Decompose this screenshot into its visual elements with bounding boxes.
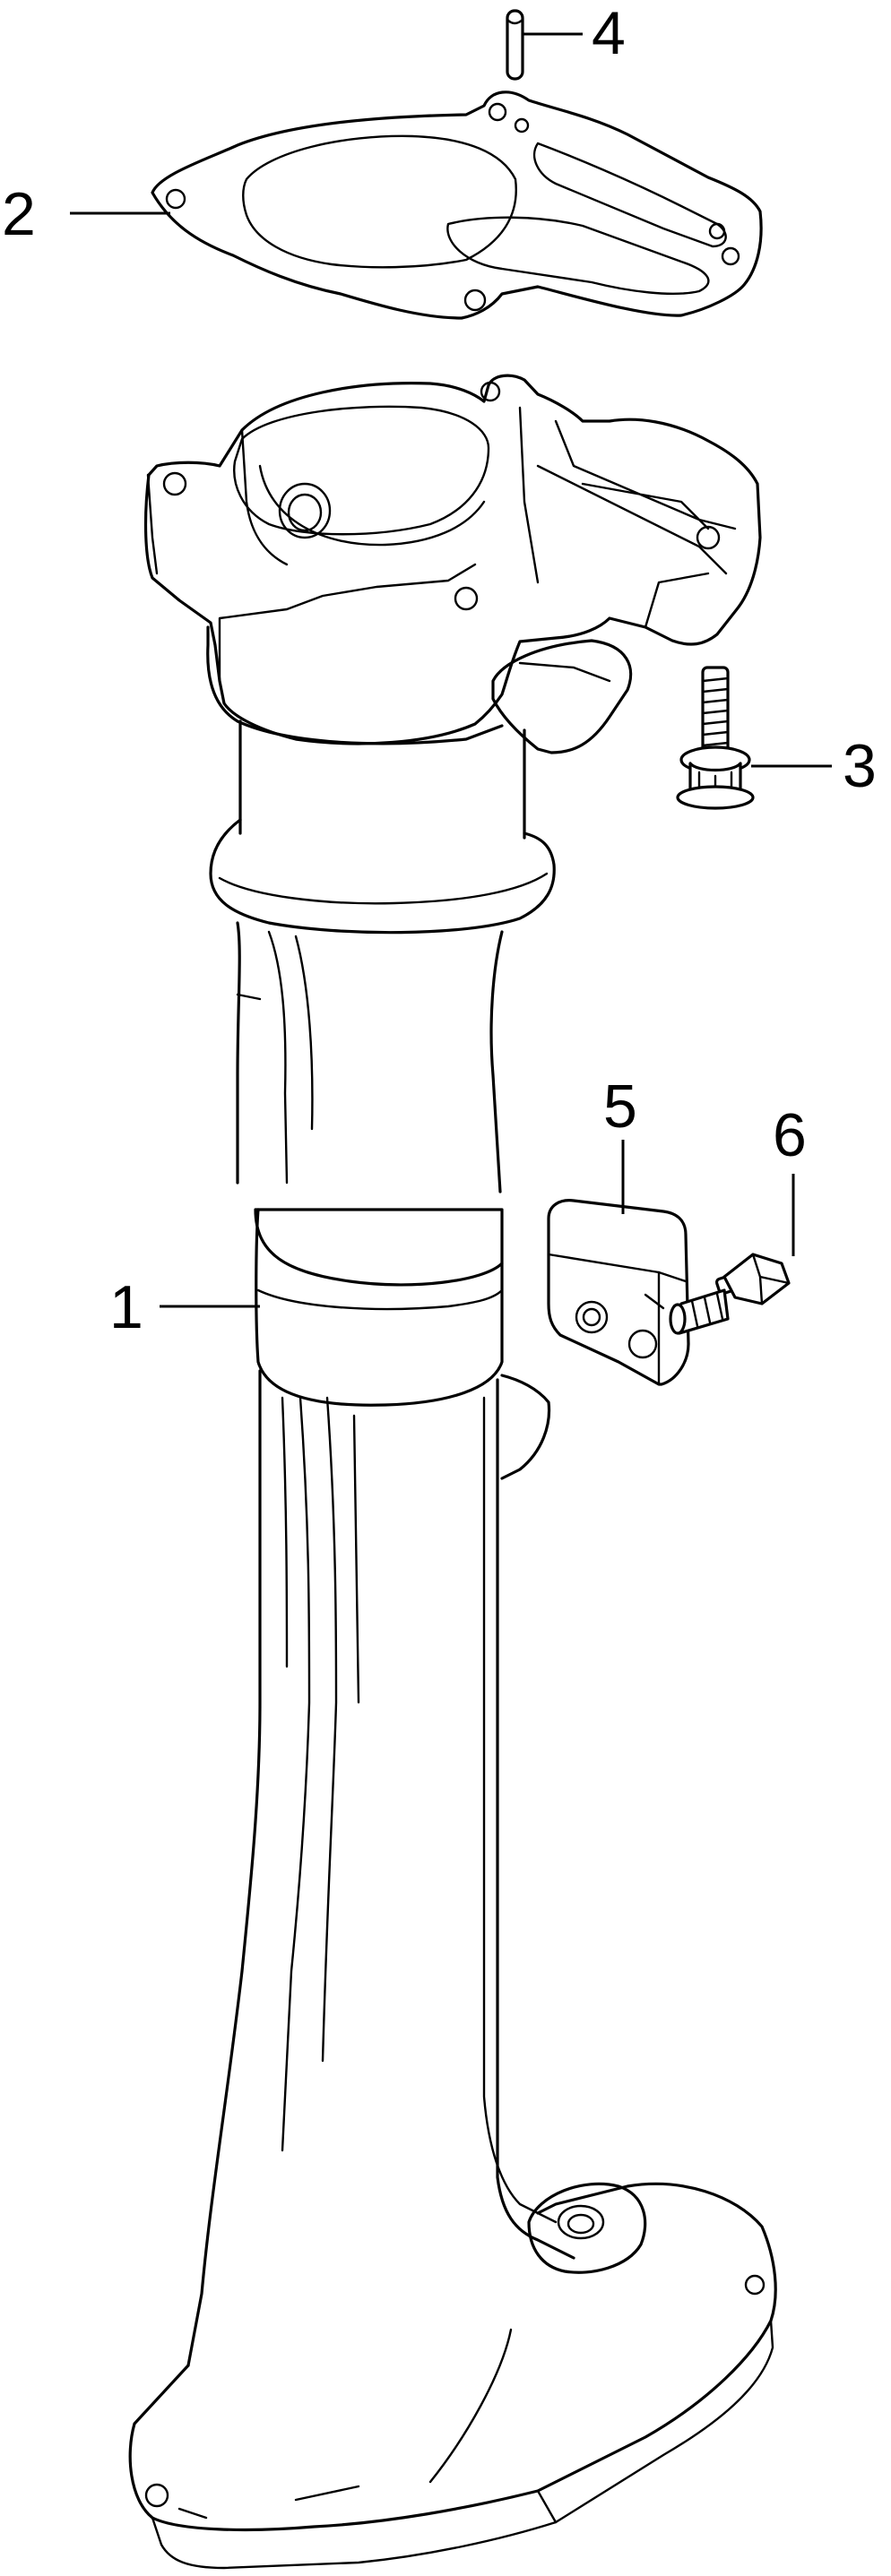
gasket-part [151,90,763,320]
callout-3-label: 3 [843,732,877,800]
dowel-pin-part [506,9,524,81]
bolt-part-3 [676,666,755,810]
callout-3: 3 [751,732,877,800]
callout-2-label: 2 [2,180,36,248]
callout-1-label: 1 [109,1273,143,1341]
callout-5-label: 5 [603,1073,637,1141]
drive-shaft-housing-part [128,374,777,2570]
callout-2: 2 [2,180,170,248]
callout-1: 1 [109,1273,260,1341]
callout-5: 5 [603,1073,637,1214]
anode-plate-part [547,1199,690,1386]
callout-6: 6 [773,1101,807,1256]
callout-4-label: 4 [592,0,626,67]
callout-4: 4 [523,0,626,67]
bolt-part-6 [669,1253,791,1335]
callout-6-label: 6 [773,1101,807,1169]
